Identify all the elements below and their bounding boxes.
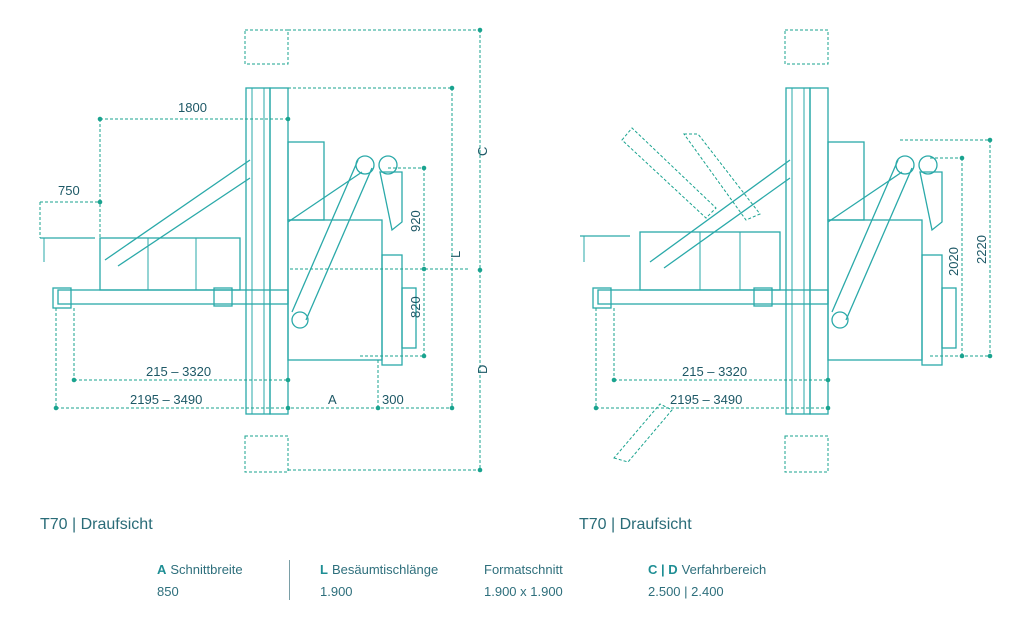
dim-range-inner-left: 215 – 3320	[146, 364, 211, 379]
dim-1800: 1800	[178, 100, 207, 115]
spec-value: 2.500 | 2.400	[648, 584, 724, 599]
support-table-right	[639, 231, 781, 291]
rail-stub-top-right	[784, 29, 829, 65]
spec-value: 1.900 x 1.900	[484, 584, 563, 599]
spec-label: Formatschnitt	[484, 562, 563, 577]
dim-range-outer-right: 2195 – 3490	[670, 392, 742, 407]
dim-range-inner-right: 215 – 3320	[682, 364, 747, 379]
dim-C: C	[475, 147, 490, 156]
caption-left: T70 | Draufsicht	[40, 516, 153, 533]
rail-stub-top	[244, 29, 289, 65]
spec-key: L	[320, 562, 328, 577]
dim-D: D	[475, 365, 490, 374]
spec-key: A	[157, 562, 167, 577]
spec-format-cut: Formatschnitt 1.900 x 1.900	[484, 559, 563, 603]
spec-label: Schnittbreite	[170, 562, 243, 577]
main-rail-right	[785, 87, 811, 415]
dim-L: L	[448, 251, 463, 258]
spec-divider	[289, 560, 290, 600]
rail-stub-bottom-right	[784, 435, 829, 473]
spec-key: C | D	[648, 562, 678, 577]
ghost-position-bottom	[613, 403, 673, 463]
spec-value: 1.900	[320, 584, 353, 599]
spec-label: Verfahrbereich	[681, 562, 767, 577]
dim-300: 300	[382, 392, 404, 407]
dim-range-outer-left: 2195 – 3490	[130, 392, 202, 407]
dim-820: 820	[408, 296, 423, 318]
dim-A: A	[328, 392, 337, 407]
left-drawing: 1800 750 L C D 920 820 215 – 3320 2195 –…	[39, 27, 490, 473]
extension-bar-right	[597, 289, 829, 305]
dim-920: 920	[408, 210, 423, 232]
spec-value: 850	[157, 584, 179, 599]
main-rail	[245, 87, 271, 415]
dim-750: 750	[58, 183, 80, 198]
rail-stub-bottom	[244, 435, 289, 473]
spec-label: Besäumtischlänge	[331, 562, 439, 577]
extension-bar	[57, 289, 289, 305]
ghost-position-top	[621, 127, 717, 219]
dim-2220: 2220	[974, 235, 989, 264]
machine-top-view-drawings: .m { fill:none; stroke:#2aa9a9; stroke-w…	[39, 27, 993, 473]
right-drawing: 2020 2220 215 – 3320 2195 – 3490	[580, 29, 993, 473]
dim-2020: 2020	[946, 247, 961, 276]
caption-right: T70 | Draufsicht	[579, 516, 692, 533]
